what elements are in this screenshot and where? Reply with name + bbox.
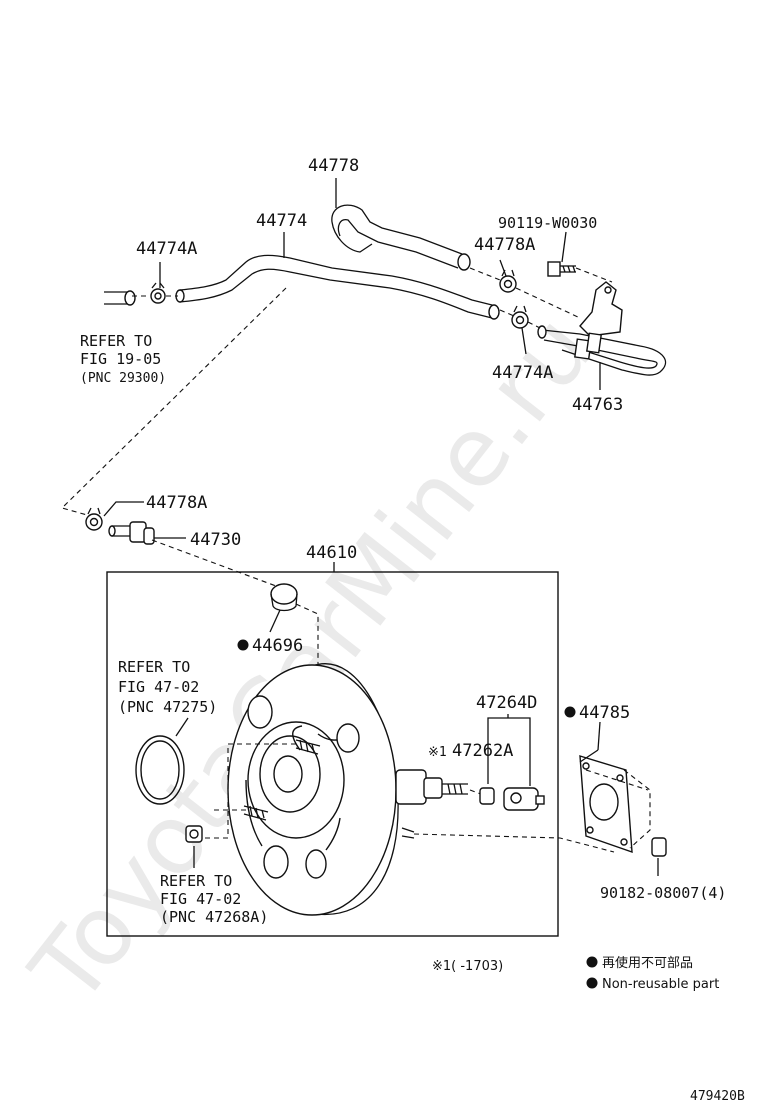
hose-44774 xyxy=(179,254,497,307)
label-44785: 44785 xyxy=(579,703,630,723)
label-44774: 44774 xyxy=(256,211,307,231)
booster-assembly-box xyxy=(106,571,559,937)
nut-90182-08007 xyxy=(651,837,667,857)
clamp-44774a-left xyxy=(150,282,166,304)
footnote-mark-47262a: ※1 xyxy=(428,745,447,760)
clevis-47264d xyxy=(503,787,545,811)
brake-booster xyxy=(227,663,468,916)
label-47262a: 47262A xyxy=(452,741,513,761)
ref3-line1: REFER TO xyxy=(160,872,232,890)
check-valve-44730 xyxy=(108,521,155,545)
bolt-90119-w0030 xyxy=(547,261,576,277)
legend-jp: 再使用不可部品 xyxy=(602,955,693,971)
ref1-line2: FIG 19-05 xyxy=(80,350,161,368)
pipe-44763 xyxy=(537,281,666,376)
label-44610: 44610 xyxy=(306,543,357,563)
legend-dot-en xyxy=(586,977,598,989)
ref2-line2: FIG 47-02 xyxy=(118,678,199,696)
legend-en: Non-reusable part xyxy=(602,977,719,992)
label-44763: 44763 xyxy=(572,395,623,415)
clamp-44778a-mid xyxy=(85,507,103,531)
label-44778a-right: 44778A xyxy=(474,235,535,255)
nut-47268a xyxy=(185,825,203,843)
pipe-stub-left xyxy=(104,290,136,306)
label-90119-w0030: 90119-W0030 xyxy=(498,214,597,232)
ref1-line3: (PNC 29300) xyxy=(80,371,166,386)
grommet-44696 xyxy=(270,583,298,612)
ref3-line3: (PNC 47268A) xyxy=(160,908,268,926)
label-44778a-mid: 44778A xyxy=(146,493,207,513)
ref1-line1: REFER TO xyxy=(80,332,152,350)
ref2-line3: (PNC 47275) xyxy=(118,698,217,716)
footnote-text: ※1( -1703) xyxy=(432,959,503,974)
hose-44778 xyxy=(331,204,463,255)
label-44730: 44730 xyxy=(190,530,241,550)
ref2-line1: REFER TO xyxy=(118,658,190,676)
seal-ring xyxy=(135,735,185,805)
label-90182-08007: 90182-08007(4) xyxy=(600,884,726,902)
nut-47262a xyxy=(479,787,495,805)
figure-id: 479420B xyxy=(690,1089,745,1104)
non-reusable-dot-44696 xyxy=(237,639,249,651)
clamp-44774a-right xyxy=(511,305,529,329)
label-44696: 44696 xyxy=(252,636,303,656)
gasket-44785 xyxy=(579,755,633,854)
label-44774a-right: 44774A xyxy=(492,363,553,383)
stud-bolts xyxy=(243,739,415,839)
clamp-44778a-right xyxy=(499,269,517,293)
non-reusable-dot-44785 xyxy=(564,706,576,718)
label-44774a-left: 44774A xyxy=(136,239,197,259)
legend-dot-jp xyxy=(586,956,598,968)
label-47264d: 47264D xyxy=(476,693,537,713)
ref3-line2: FIG 47-02 xyxy=(160,890,241,908)
label-44778-top: 44778 xyxy=(308,156,359,176)
